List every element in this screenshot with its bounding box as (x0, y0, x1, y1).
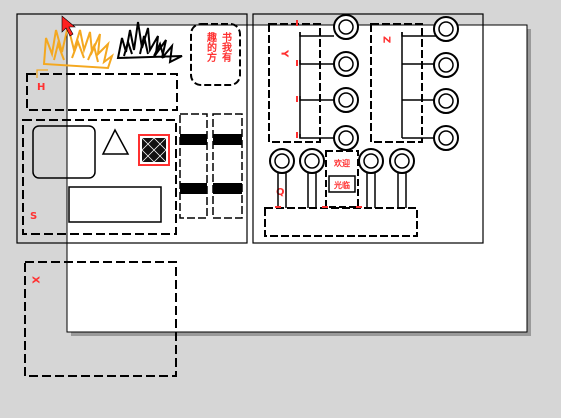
vertical-strip-1[interactable] (179, 113, 208, 219)
q-posts (277, 172, 407, 208)
y-jacks[interactable] (333, 14, 359, 151)
flame-shape[interactable] (42, 25, 114, 70)
panel-z-label: Z (381, 36, 392, 43)
panel-x[interactable]: X (24, 261, 177, 377)
panel-q[interactable]: Q 欢迎 光临 (264, 148, 418, 237)
panel-h-label: H (37, 82, 45, 93)
panel-z[interactable]: Z (370, 16, 459, 151)
q-jacks[interactable] (269, 148, 415, 174)
arrow-cursor-icon (61, 15, 76, 37)
y-red-ticks (296, 20, 298, 138)
triangle-outline-icon (101, 128, 130, 155)
q-center-lower: 光临 (333, 180, 350, 190)
q-center-block[interactable] (325, 150, 359, 208)
q-center-window[interactable] (328, 175, 356, 193)
selection-handle[interactable] (36, 69, 48, 78)
screen-cutout[interactable] (32, 125, 96, 179)
panel-s-label: S (30, 211, 37, 222)
artboard[interactable] (66, 24, 528, 333)
panel-y[interactable]: Y (268, 14, 359, 151)
hatched-square-icon (138, 134, 170, 166)
panel-q-label: Q (276, 187, 285, 198)
tag-line-1: 书我有 (220, 31, 232, 63)
q-center-upper: 欢迎 (333, 158, 350, 168)
grass-shape[interactable] (116, 21, 183, 64)
q-red-ticks (275, 206, 362, 208)
panel-s[interactable]: S (22, 119, 177, 235)
label-cutout[interactable] (68, 186, 162, 223)
z-connectors (401, 32, 436, 139)
panel-h-strip[interactable]: H (26, 73, 178, 111)
text-tag[interactable]: 书我有 趣的方 (190, 23, 241, 86)
panel-y-label: Y (279, 49, 290, 58)
z-jacks[interactable] (433, 16, 459, 151)
vertical-strip-2[interactable] (212, 113, 243, 219)
panel-x-label: X (30, 276, 41, 284)
y-connectors (299, 32, 334, 139)
left-panel-frame[interactable] (16, 13, 248, 244)
right-panel-frame[interactable] (252, 13, 484, 244)
tag-line-2: 趣的方 (205, 31, 218, 63)
